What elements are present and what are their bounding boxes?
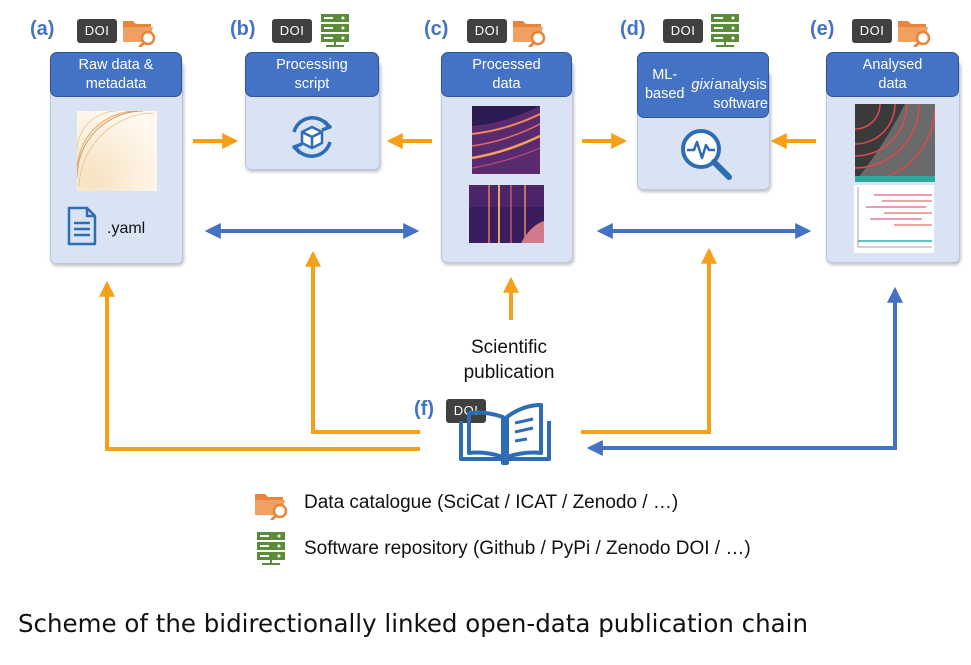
publication-text-line2: publication [463, 362, 555, 383]
doi-badge-b: DOI [272, 19, 312, 43]
pub-to-d [581, 247, 717, 434]
publication-text: Scientific publication [441, 335, 577, 385]
pub-to-a [99, 280, 420, 451]
stage-d-label: (d) [620, 18, 646, 40]
legend-data-catalogue: Data catalogue (SciCat / ICAT / Zenodo /… [304, 492, 679, 513]
raw-data-image [77, 111, 157, 191]
stage-e-label: (e) [810, 18, 835, 40]
magnifier-pulse-icon [681, 129, 732, 180]
legend-software-repository: Software repository (Github / PyPi / Zen… [304, 538, 751, 559]
pub-to-b [305, 250, 420, 434]
panel-processing-script-title: Processing script [245, 52, 379, 97]
folder-search-icon [513, 21, 546, 47]
analysed-data-plot [854, 185, 934, 253]
doi-badge-e: DOI [852, 19, 892, 43]
analysed-data-image [855, 104, 935, 182]
panel-analysis-software-title: ML-based gixi analysis software [637, 52, 769, 118]
stage-a-label: (a) [30, 18, 55, 40]
figure-caption: Scheme of the bidirectionally linked ope… [18, 609, 809, 638]
stage-b-label: (b) [230, 18, 256, 40]
folder-search-icon [255, 494, 288, 520]
open-book-icon [459, 403, 551, 465]
analysis-title-pre: ML-based [644, 67, 685, 102]
analysis-title-em: gixi [691, 76, 714, 93]
server-icon [257, 532, 285, 565]
stage-c-label: (c) [424, 18, 449, 40]
panel-analysed-data-title: Analysed data [826, 52, 959, 97]
publication-text-line1: Scientific [470, 337, 548, 358]
doi-badge-c: DOI [467, 19, 507, 43]
e-to-pub [586, 286, 903, 456]
yaml-file-label: .yaml [107, 220, 146, 237]
stage-f-label: (f) [414, 398, 434, 420]
doi-badge-a: DOI [77, 19, 117, 43]
folder-search-icon [123, 21, 156, 47]
server-icon [711, 14, 739, 47]
panel-raw-data-title: Raw data & metadata [50, 52, 182, 97]
processing-cycle-icon [292, 116, 332, 158]
processed-data-image-1 [472, 106, 540, 174]
processed-data-image-2 [469, 185, 544, 243]
analysis-title-post: analysis software [713, 76, 768, 112]
document-icon [67, 206, 97, 246]
folder-search-icon [898, 21, 931, 47]
panel-processed-data-title: Processed data [441, 52, 572, 97]
server-icon [321, 14, 349, 47]
doi-badge-d: DOI [663, 19, 703, 43]
